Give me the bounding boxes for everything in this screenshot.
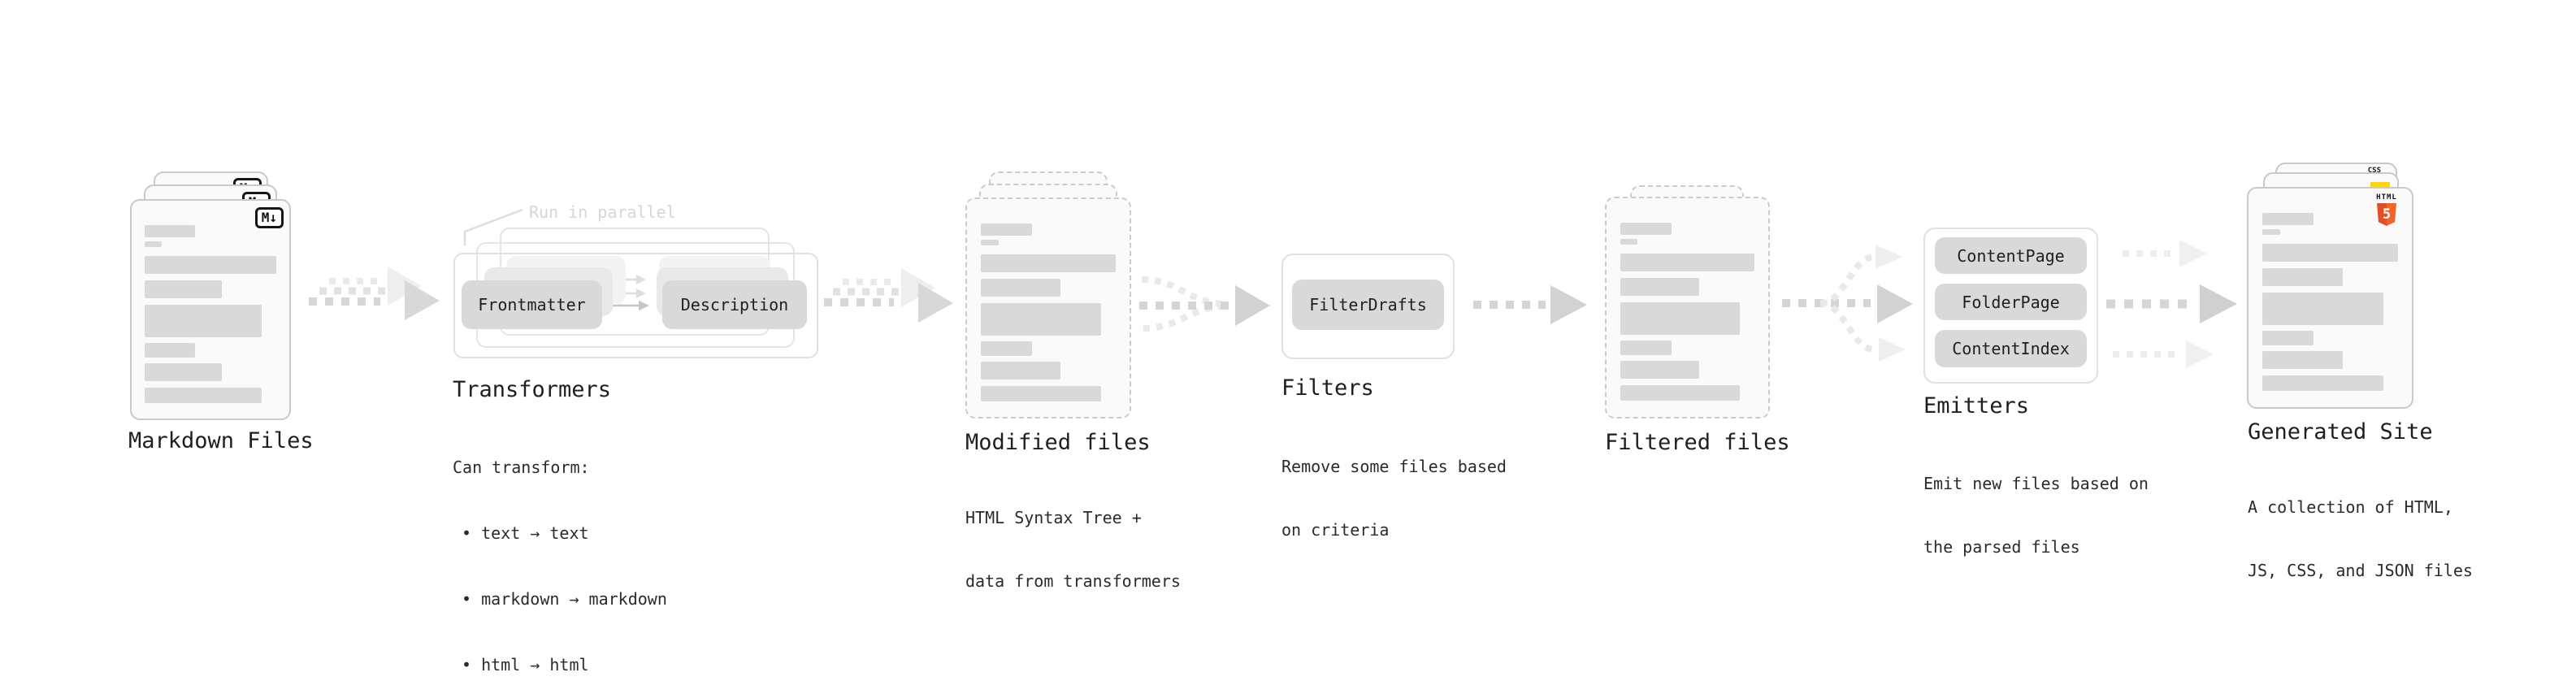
- contentindex-chip: ContentIndex: [1935, 330, 2087, 367]
- stage-title: Modified files: [965, 430, 1151, 455]
- doc-text-bar: [145, 388, 262, 403]
- file-card-front: [965, 197, 1131, 419]
- arrow-modified-to-filters-icon: [1139, 276, 1270, 332]
- arrow-transformers-to-modified-icon: [824, 268, 953, 323]
- description-line: HTML Syntax Tree +: [965, 508, 1142, 527]
- description-chip: Description: [662, 280, 807, 329]
- stage-title: Generated Site: [2248, 419, 2433, 445]
- arrow-filters-to-filtered-icon: [1473, 285, 1587, 324]
- doc-text-bar: [2262, 331, 2314, 345]
- folderpage-chip: FolderPage: [1935, 284, 2087, 320]
- stage-description: Can transform: • text → text • markdown …: [453, 413, 667, 681]
- stage-title: Transformers: [453, 377, 612, 402]
- transform-bullet: • text → text: [462, 523, 589, 543]
- doc-text-bar: [1620, 239, 1638, 245]
- doc-text-bar: [981, 362, 1060, 380]
- description-line: the parsed files: [1923, 537, 2080, 557]
- description-line: JS, CSS, and JSON files: [2248, 561, 2473, 580]
- doc-text-bar: [1620, 254, 1755, 271]
- doc-text-bar: [981, 254, 1116, 272]
- stage-description: Emit new files based on the parsed files: [1923, 431, 2149, 600]
- doc-text-bar: [145, 280, 223, 298]
- contentpage-chip: ContentPage: [1935, 237, 2087, 274]
- doc-text-bar: [145, 225, 195, 237]
- doc-text-bar: [2262, 268, 2343, 286]
- run-in-parallel-note: Run in parallel: [529, 202, 676, 222]
- frontmatter-chip: Frontmatter: [462, 280, 602, 329]
- arrow-markdown-to-transformers-icon: [309, 267, 440, 320]
- doc-text-bar: [1620, 361, 1700, 379]
- doc-text-bar: [1620, 223, 1672, 235]
- doc-text-bar: [145, 363, 223, 381]
- transform-bullet: • html → html: [462, 655, 589, 674]
- stage-description: Remove some files based on criteria: [1281, 414, 1507, 583]
- doc-text-bar: [2262, 351, 2343, 369]
- doc-text-bar: [2262, 375, 2383, 391]
- file-card-front: [1605, 197, 1770, 419]
- doc-text-bar: [1620, 385, 1740, 401]
- stage-title: Markdown Files: [128, 428, 314, 453]
- markdown-icon: M↓: [254, 207, 284, 228]
- doc-text-bar: [2262, 244, 2398, 262]
- doc-text-bar: [981, 386, 1101, 401]
- doc-text-bar: [2262, 213, 2314, 225]
- transform-bullet: • markdown → markdown: [462, 589, 667, 609]
- run-in-parallel-connector: [463, 208, 523, 245]
- doc-text-bar: [145, 241, 163, 247]
- description-line: on criteria: [1281, 520, 1390, 540]
- transform-intro: Can transform:: [453, 458, 590, 477]
- file-card-front: HTML 5: [2247, 187, 2413, 409]
- transformer-box-front: [453, 253, 818, 358]
- doc-content-bars: [2262, 213, 2398, 391]
- doc-text-bar: [1620, 340, 1672, 355]
- doc-text-bar: [981, 279, 1060, 297]
- stage-description: HTML Syntax Tree + data from transformer…: [965, 465, 1181, 634]
- filterdrafts-chip: FilterDrafts: [1292, 280, 1444, 330]
- html5-icon: HTML 5: [2369, 194, 2405, 226]
- js-icon: [2370, 182, 2390, 191]
- doc-text-bar: [2262, 229, 2280, 235]
- doc-text-bar: [2262, 293, 2383, 325]
- transformer-parallel-arrows-icon: [611, 275, 649, 310]
- description-line: data from transformers: [965, 571, 1181, 591]
- doc-content-bars: [1620, 223, 1755, 401]
- stage-title: Emitters: [1923, 393, 2030, 419]
- doc-text-bar: [145, 305, 262, 337]
- stage-description: A collection of HTML, JS, CSS, and JSON …: [2248, 454, 2473, 623]
- description-line: Emit new files based on: [1923, 474, 2149, 493]
- doc-text-bar: [1620, 278, 1700, 296]
- doc-text-bar: [145, 256, 276, 274]
- doc-text-bar: [981, 303, 1101, 336]
- doc-content-bars: [145, 225, 276, 403]
- description-line: A collection of HTML,: [2248, 497, 2453, 517]
- arrow-filtered-to-emitters-icon: [1782, 245, 1913, 362]
- doc-text-bar: [145, 343, 195, 358]
- stage-title: Filters: [1281, 375, 1374, 401]
- stage-title: Filtered files: [1605, 430, 1790, 455]
- doc-text-bar: [981, 240, 999, 245]
- doc-text-bar: [981, 341, 1033, 356]
- description-line: Remove some files based: [1281, 457, 1507, 476]
- doc-text-bar: [981, 223, 1033, 236]
- file-card-front: M↓: [130, 199, 291, 420]
- doc-content-bars: [981, 223, 1116, 401]
- doc-text-bar: [1620, 302, 1740, 335]
- arrow-emitters-to-site-icon: [2106, 240, 2237, 368]
